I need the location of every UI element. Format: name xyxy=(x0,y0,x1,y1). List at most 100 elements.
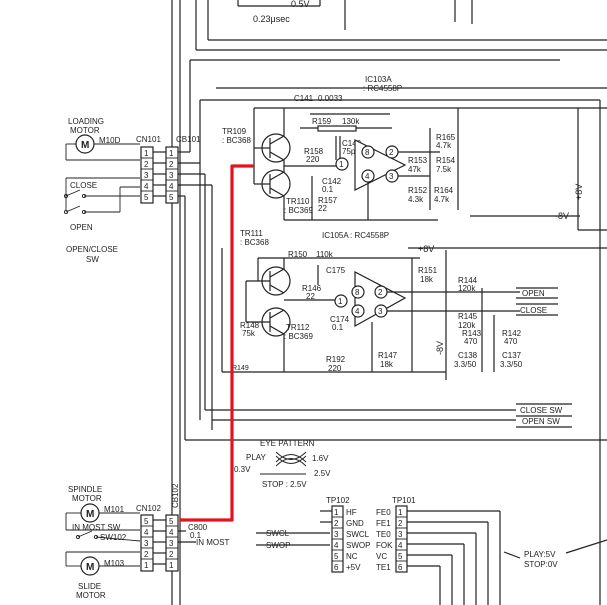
svg-text:5: 5 xyxy=(144,517,149,526)
svg-text:3: 3 xyxy=(389,172,394,181)
svg-text:5: 5 xyxy=(334,552,339,561)
svg-text:C142: C142 xyxy=(322,177,342,186)
svg-text:4: 4 xyxy=(398,541,403,550)
svg-text:22: 22 xyxy=(306,292,315,301)
svg-text:: RC4558P: : RC4558P xyxy=(350,231,389,240)
svg-text:TR111: TR111 xyxy=(240,229,263,238)
svg-text:R151: R151 xyxy=(418,266,438,275)
svg-text:2.5V: 2.5V xyxy=(314,469,331,478)
eye-pattern: EYE PATTERN PLAY 1.6V 0.3V 2.5V STOP : 2… xyxy=(234,439,331,489)
svg-text:6: 6 xyxy=(334,563,339,572)
feedback-network-1: C141 0.0033 IC103A : RC4558P R159 130k C… xyxy=(294,75,402,164)
in-most-switch: IN MOST SW SW102 xyxy=(72,523,141,542)
svg-text:TR110: TR110 xyxy=(286,197,310,206)
svg-text:1: 1 xyxy=(169,149,174,158)
svg-text:3: 3 xyxy=(334,530,339,539)
svg-text:4.7k: 4.7k xyxy=(436,141,452,150)
play-stop-note: PLAY:5V STOP:0V xyxy=(503,539,607,569)
svg-text:4.3k: 4.3k xyxy=(408,195,424,204)
slide-motor: M M103 SLIDE MOTOR xyxy=(65,551,140,600)
svg-text:MOTOR: MOTOR xyxy=(70,126,100,135)
svg-text:R164: R164 xyxy=(434,186,454,195)
svg-text:CLOSE SW: CLOSE SW xyxy=(520,406,563,415)
svg-text:C800: C800 xyxy=(188,523,208,532)
svg-text:PLAY: PLAY xyxy=(246,453,267,462)
svg-text:FE0: FE0 xyxy=(376,508,391,517)
svg-text:4: 4 xyxy=(144,528,149,537)
highlighted-trace xyxy=(180,164,254,522)
transistor-tr111: TR111 : BC368 xyxy=(240,229,291,296)
feedback-network-2: R150 110k IC105A : RC4558P +8V C175 R146… xyxy=(232,231,607,373)
svg-text:1.6V: 1.6V xyxy=(312,454,329,463)
svg-text:1: 1 xyxy=(398,508,403,517)
svg-text:2: 2 xyxy=(398,519,403,528)
svg-text:R157: R157 xyxy=(318,196,338,205)
svg-text:-8V: -8V xyxy=(435,341,445,355)
svg-text:1: 1 xyxy=(169,561,174,570)
svg-text:R146: R146 xyxy=(302,284,322,293)
loading-motor: LOADING MOTOR M M10D xyxy=(65,117,140,161)
svg-text:5: 5 xyxy=(169,193,174,202)
svg-text:: BC369: : BC369 xyxy=(284,206,313,215)
svg-text:110k: 110k xyxy=(316,250,334,259)
svg-text:18k: 18k xyxy=(420,275,434,284)
svg-text:R144: R144 xyxy=(458,276,478,285)
svg-text:TE0: TE0 xyxy=(376,530,391,539)
svg-text:IN MOST SW: IN MOST SW xyxy=(72,523,121,532)
svg-text:R150: R150 xyxy=(288,250,308,259)
svg-text:1: 1 xyxy=(144,149,149,158)
svg-text:R165: R165 xyxy=(436,133,456,142)
svg-text:4: 4 xyxy=(144,182,149,191)
svg-text:R147: R147 xyxy=(378,351,398,360)
svg-text:2: 2 xyxy=(169,160,174,169)
svg-text:R192: R192 xyxy=(326,355,346,364)
spindle-motor: SPINDLE MOTOR M M101 xyxy=(65,485,140,531)
svg-text:3.3/50: 3.3/50 xyxy=(500,360,523,369)
svg-text:2: 2 xyxy=(169,550,174,559)
svg-text:R142: R142 xyxy=(502,329,522,338)
svg-text:120k: 120k xyxy=(458,284,476,293)
svg-text:FOK: FOK xyxy=(376,541,393,550)
svg-text:C174: C174 xyxy=(330,315,350,324)
svg-text:8: 8 xyxy=(355,288,360,297)
svg-text:C141: C141 xyxy=(294,94,314,103)
svg-text:OPEN SW: OPEN SW xyxy=(522,417,560,426)
svg-text:OPEN: OPEN xyxy=(70,223,93,232)
svg-text:SWCL: SWCL xyxy=(346,530,370,539)
svg-text:5: 5 xyxy=(144,193,149,202)
svg-text:: BC368: : BC368 xyxy=(222,136,251,145)
svg-text:C140: C140 xyxy=(342,139,362,148)
svg-text:2: 2 xyxy=(334,519,339,528)
svg-text:3: 3 xyxy=(398,530,403,539)
svg-text:STOP:0V: STOP:0V xyxy=(524,560,558,569)
svg-text:M: M xyxy=(86,509,94,520)
svg-text:+8V: +8V xyxy=(574,184,584,200)
svg-text:3: 3 xyxy=(144,539,149,548)
svg-text:IN MOST: IN MOST xyxy=(196,538,229,547)
svg-text:1: 1 xyxy=(338,297,343,306)
svg-text:3: 3 xyxy=(169,539,174,548)
svg-text:3: 3 xyxy=(169,171,174,180)
svg-text:FE1: FE1 xyxy=(376,519,391,528)
svg-text:75p: 75p xyxy=(342,147,356,156)
sw-signal-tags: CLOSE SW OPEN SW xyxy=(516,403,572,428)
svg-text:STOP : 2.5V: STOP : 2.5V xyxy=(262,480,307,489)
svg-text:6: 6 xyxy=(398,563,403,572)
svg-text:CLOSE: CLOSE xyxy=(70,181,97,190)
svg-text:4: 4 xyxy=(169,182,174,191)
svg-text:VC: VC xyxy=(376,552,387,561)
transistor-tr112: TR112 : BC369 xyxy=(246,307,313,341)
svg-text:R149: R149 xyxy=(232,365,249,372)
svg-text:M101: M101 xyxy=(104,505,125,514)
svg-text:NC: NC xyxy=(346,552,358,561)
rail-8v-1: -8V +8V xyxy=(470,108,607,231)
open-close-switch: CLOSE OPEN OPEN/CLOSE SW xyxy=(63,177,140,264)
svg-text:3.3/50: 3.3/50 xyxy=(454,360,477,369)
svg-text:GND: GND xyxy=(346,519,364,528)
svg-text:MOTOR: MOTOR xyxy=(76,591,106,600)
svg-text:18k: 18k xyxy=(380,360,394,369)
connector-cb102: CB102 5 4 3 2 1 xyxy=(153,483,180,572)
svg-text:75k: 75k xyxy=(242,329,256,338)
transistor-tr109: TR109 : BC368 xyxy=(222,127,291,163)
svg-text:TR109: TR109 xyxy=(222,127,247,136)
